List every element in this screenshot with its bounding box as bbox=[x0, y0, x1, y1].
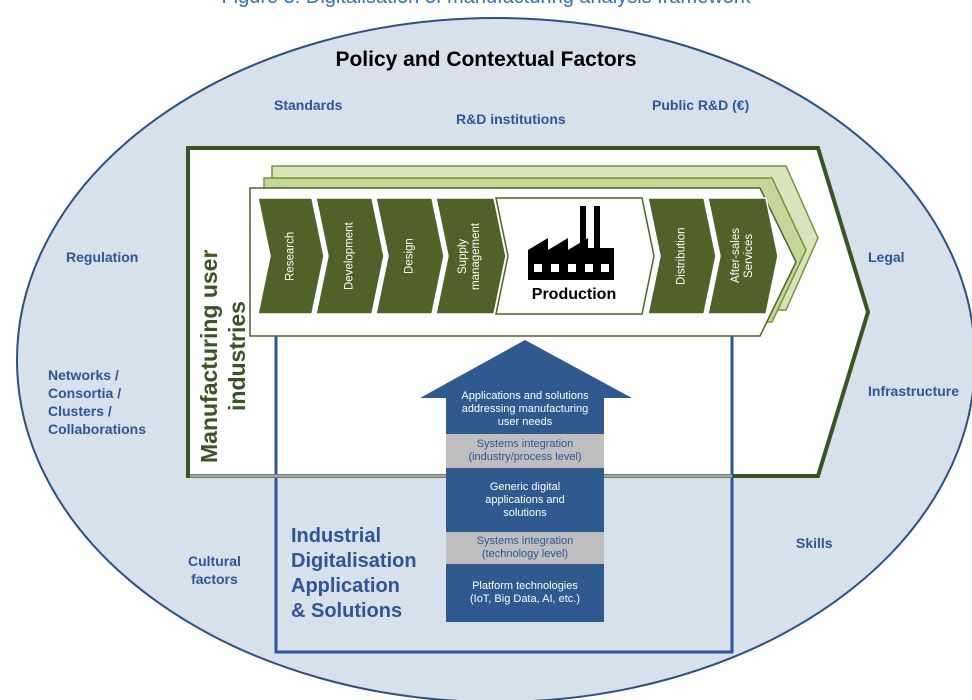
digitalisation-label: Industrial Digitalisation Application & … bbox=[291, 525, 417, 622]
chevron-supply bbox=[435, 197, 507, 315]
stack-block-sys-industry bbox=[446, 434, 604, 468]
label-design: Design bbox=[403, 238, 416, 274]
label-supply: Supply management bbox=[457, 222, 482, 290]
chevron-distribution bbox=[647, 197, 717, 315]
context-public-rd: Public R&D (€) bbox=[652, 97, 750, 113]
manufacturing-label: Manufacturing user industries bbox=[196, 249, 250, 463]
stack-block-platform bbox=[446, 564, 604, 622]
chevron-research bbox=[257, 197, 325, 315]
context-standards: Standards bbox=[274, 97, 343, 113]
stack-block-sys-tech bbox=[446, 532, 604, 564]
context-networks: Networks / Consortia / Clusters / Collab… bbox=[48, 367, 147, 437]
stack-text-platform: Platform technologies (IoT, Big Data, AI… bbox=[469, 580, 581, 605]
stack-block-generic bbox=[446, 468, 604, 532]
label-distribution: Distribution bbox=[675, 227, 688, 285]
chevron-development bbox=[315, 197, 385, 315]
stack-text-sys-tech: Systems integration (technology level) bbox=[476, 535, 574, 560]
context-cultural: Cultural factors bbox=[188, 553, 241, 587]
label-after-sales: After-sales Services bbox=[730, 228, 755, 284]
policy-title: Policy and Contextual Factors bbox=[335, 48, 637, 71]
label-development: Development bbox=[343, 222, 356, 290]
context-rd-institutions: R&D institutions bbox=[456, 111, 566, 127]
context-skills: Skills bbox=[796, 535, 833, 551]
label-research: Research bbox=[284, 231, 297, 281]
context-regulation: Regulation bbox=[66, 249, 139, 265]
chevron-design bbox=[375, 197, 445, 315]
stack-text-generic: Generic digital applications and solutio… bbox=[485, 480, 565, 519]
figure-caption: Figure 3: Digitalisation of manufacturin… bbox=[0, 0, 972, 9]
context-infrastructure: Infrastructure bbox=[868, 383, 960, 399]
stack-text-sys-industry: Systems integration (industry/process le… bbox=[468, 438, 582, 463]
stack-arrow-head bbox=[420, 340, 632, 434]
chevron-after-sales bbox=[707, 197, 779, 315]
stack-text-applications: Applications and solutions addressing ma… bbox=[461, 389, 589, 428]
context-legal: Legal bbox=[868, 249, 905, 265]
factory-icon bbox=[528, 206, 614, 280]
label-production: Production bbox=[531, 286, 617, 303]
